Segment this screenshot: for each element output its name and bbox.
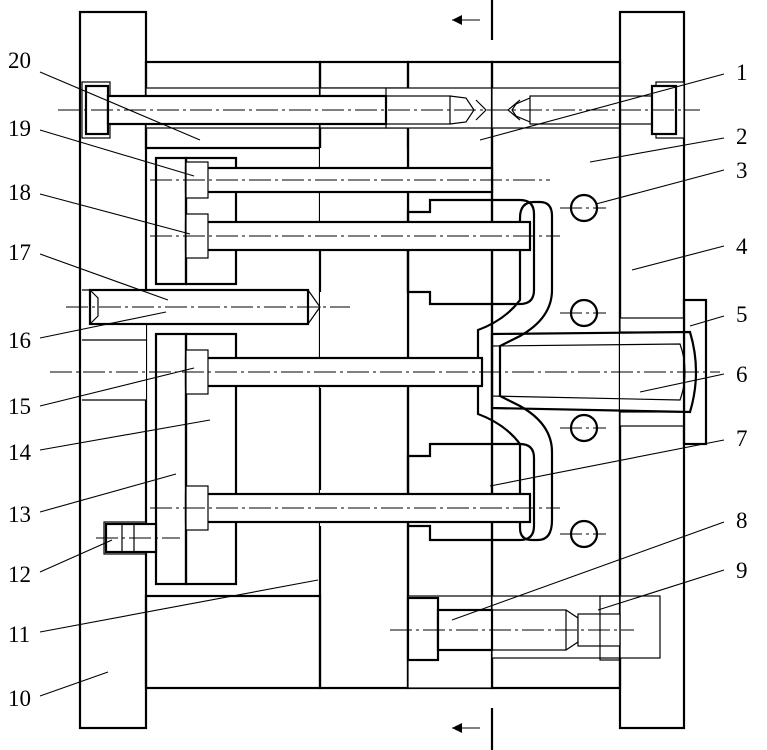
cavity-plate: [490, 60, 622, 690]
callout-19: 19: [8, 116, 31, 141]
callout-7: 7: [736, 426, 748, 451]
callout-17: 17: [8, 240, 31, 265]
parting-line-marker-top: [452, 0, 494, 40]
callout-3: 3: [736, 158, 748, 183]
callout-16: 16: [8, 328, 31, 353]
callout-20: 20: [8, 48, 31, 73]
callout-15: 15: [8, 394, 31, 419]
center-lines: [50, 109, 720, 631]
callout-11: 11: [8, 622, 30, 647]
spacer-block-bottom: [144, 594, 322, 690]
callout-14: 14: [8, 440, 32, 465]
callout-labels: 20 19 18 17 16 15 14 13 12 11 10 1 2 3 4…: [8, 48, 748, 711]
sprue-bushing: [490, 330, 698, 414]
parting-line-marker-bottom: [452, 708, 494, 750]
callout-2: 2: [736, 124, 748, 149]
callout-5: 5: [736, 302, 748, 327]
callout-12: 12: [8, 562, 31, 587]
callout-4: 4: [736, 234, 748, 259]
core-lower: [406, 442, 536, 542]
cooling-channels: [569, 193, 599, 549]
callout-1: 1: [736, 60, 748, 85]
callout-9: 9: [736, 558, 748, 583]
callout-18: 18: [8, 180, 31, 205]
callout-8: 8: [736, 508, 748, 533]
callout-10: 10: [8, 686, 31, 711]
callout-13: 13: [8, 502, 31, 527]
callout-6: 6: [736, 362, 748, 387]
core-upper: [406, 198, 536, 306]
leader-lines: [39, 71, 725, 697]
molded-part: [476, 200, 554, 542]
